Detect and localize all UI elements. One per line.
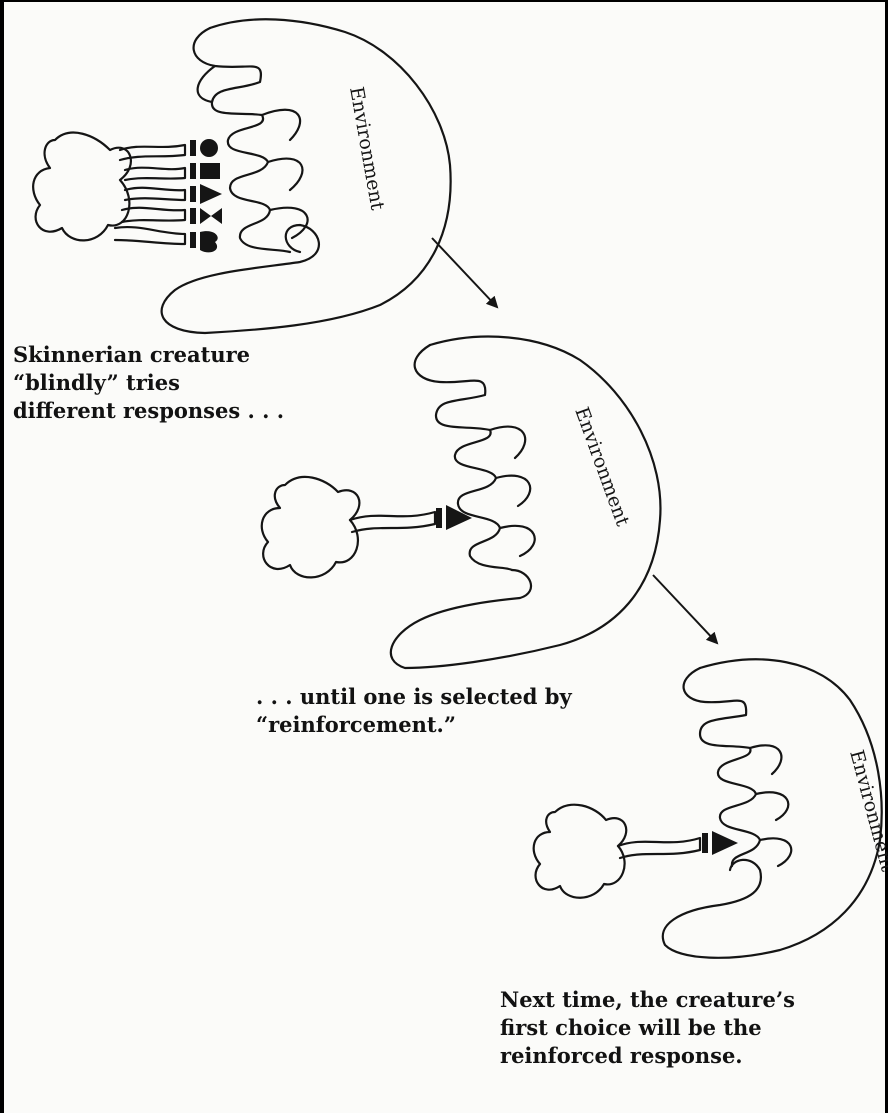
environment-label-1: Environment: [345, 85, 388, 212]
arrow-1: [432, 238, 497, 307]
caption-3-line-1: Next time, the creature’s: [500, 986, 795, 1014]
panel-1-figure: Environment: [33, 19, 450, 333]
arrow-2: [653, 575, 717, 643]
environment-folds-2: [415, 345, 512, 570]
environment-inner-lobes-2: [490, 427, 535, 556]
caption-3-line-3: reinforced response.: [500, 1042, 795, 1070]
environment-label-3: Environment: [845, 748, 888, 875]
caption-3: Next time, the creature’s first choice w…: [500, 986, 795, 1070]
caption-1-line-1: Skinnerian creature: [13, 341, 284, 369]
tentacles-1: [115, 145, 185, 244]
caption-3-line-2: first choice will be the: [500, 1014, 795, 1042]
tentacle-3: [618, 838, 700, 858]
caption-2: . . . until one is selected by “reinforc…: [256, 683, 572, 739]
environment-shape-3: [663, 659, 882, 957]
creature-blob-3: [534, 805, 627, 898]
caption-2-line-1: . . . until one is selected by: [256, 683, 572, 711]
panel-3-figure: Environment: [534, 659, 888, 957]
creature-blob-2: [262, 477, 360, 577]
tentacle-2: [350, 512, 435, 532]
environment-label-2: Environment: [570, 404, 633, 529]
caption-2-line-2: “reinforcement.”: [256, 711, 572, 739]
creature-blob-1: [33, 133, 131, 241]
caption-1: Skinnerian creature “blindly” tries diff…: [13, 341, 284, 425]
response-shapes-1: [190, 139, 222, 252]
panel-2-figure: Environment: [262, 337, 661, 668]
caption-1-line-2: “blindly” tries: [13, 369, 284, 397]
selected-response-3: [712, 831, 738, 855]
caption-1-line-3: different responses . . .: [13, 397, 284, 425]
